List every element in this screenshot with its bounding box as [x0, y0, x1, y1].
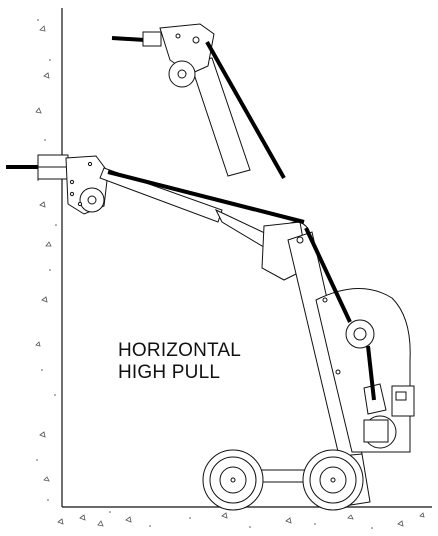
concrete-wall [35, 8, 63, 507]
upper-arm-tube [189, 57, 251, 177]
control-box [391, 385, 415, 417]
machine-frame [287, 227, 415, 461]
upper-cable-in [111, 36, 146, 42]
upper-arm-position [111, 23, 286, 179]
pulling-cable-boom [107, 170, 305, 224]
boom-tube-1 [99, 167, 223, 223]
caption-line-2: HIGH PULL [118, 362, 221, 383]
horizontal-arm [6, 154, 311, 281]
undercarriage [202, 449, 371, 511]
diagram-caption: HORIZONTAL HIGH PULL [118, 340, 241, 384]
upper-cable-out [205, 41, 286, 179]
upper-head-housing [159, 23, 215, 75]
rear-wheel [302, 449, 364, 511]
front-wheel [202, 449, 264, 511]
capstan-housing [315, 288, 411, 453]
pulling-cable-down [304, 227, 352, 323]
upper-pipe-stub [142, 31, 162, 47]
pulling-cable-capstan [366, 345, 376, 401]
floor [57, 506, 432, 529]
caption-line-1: HORIZONTAL [118, 340, 242, 361]
